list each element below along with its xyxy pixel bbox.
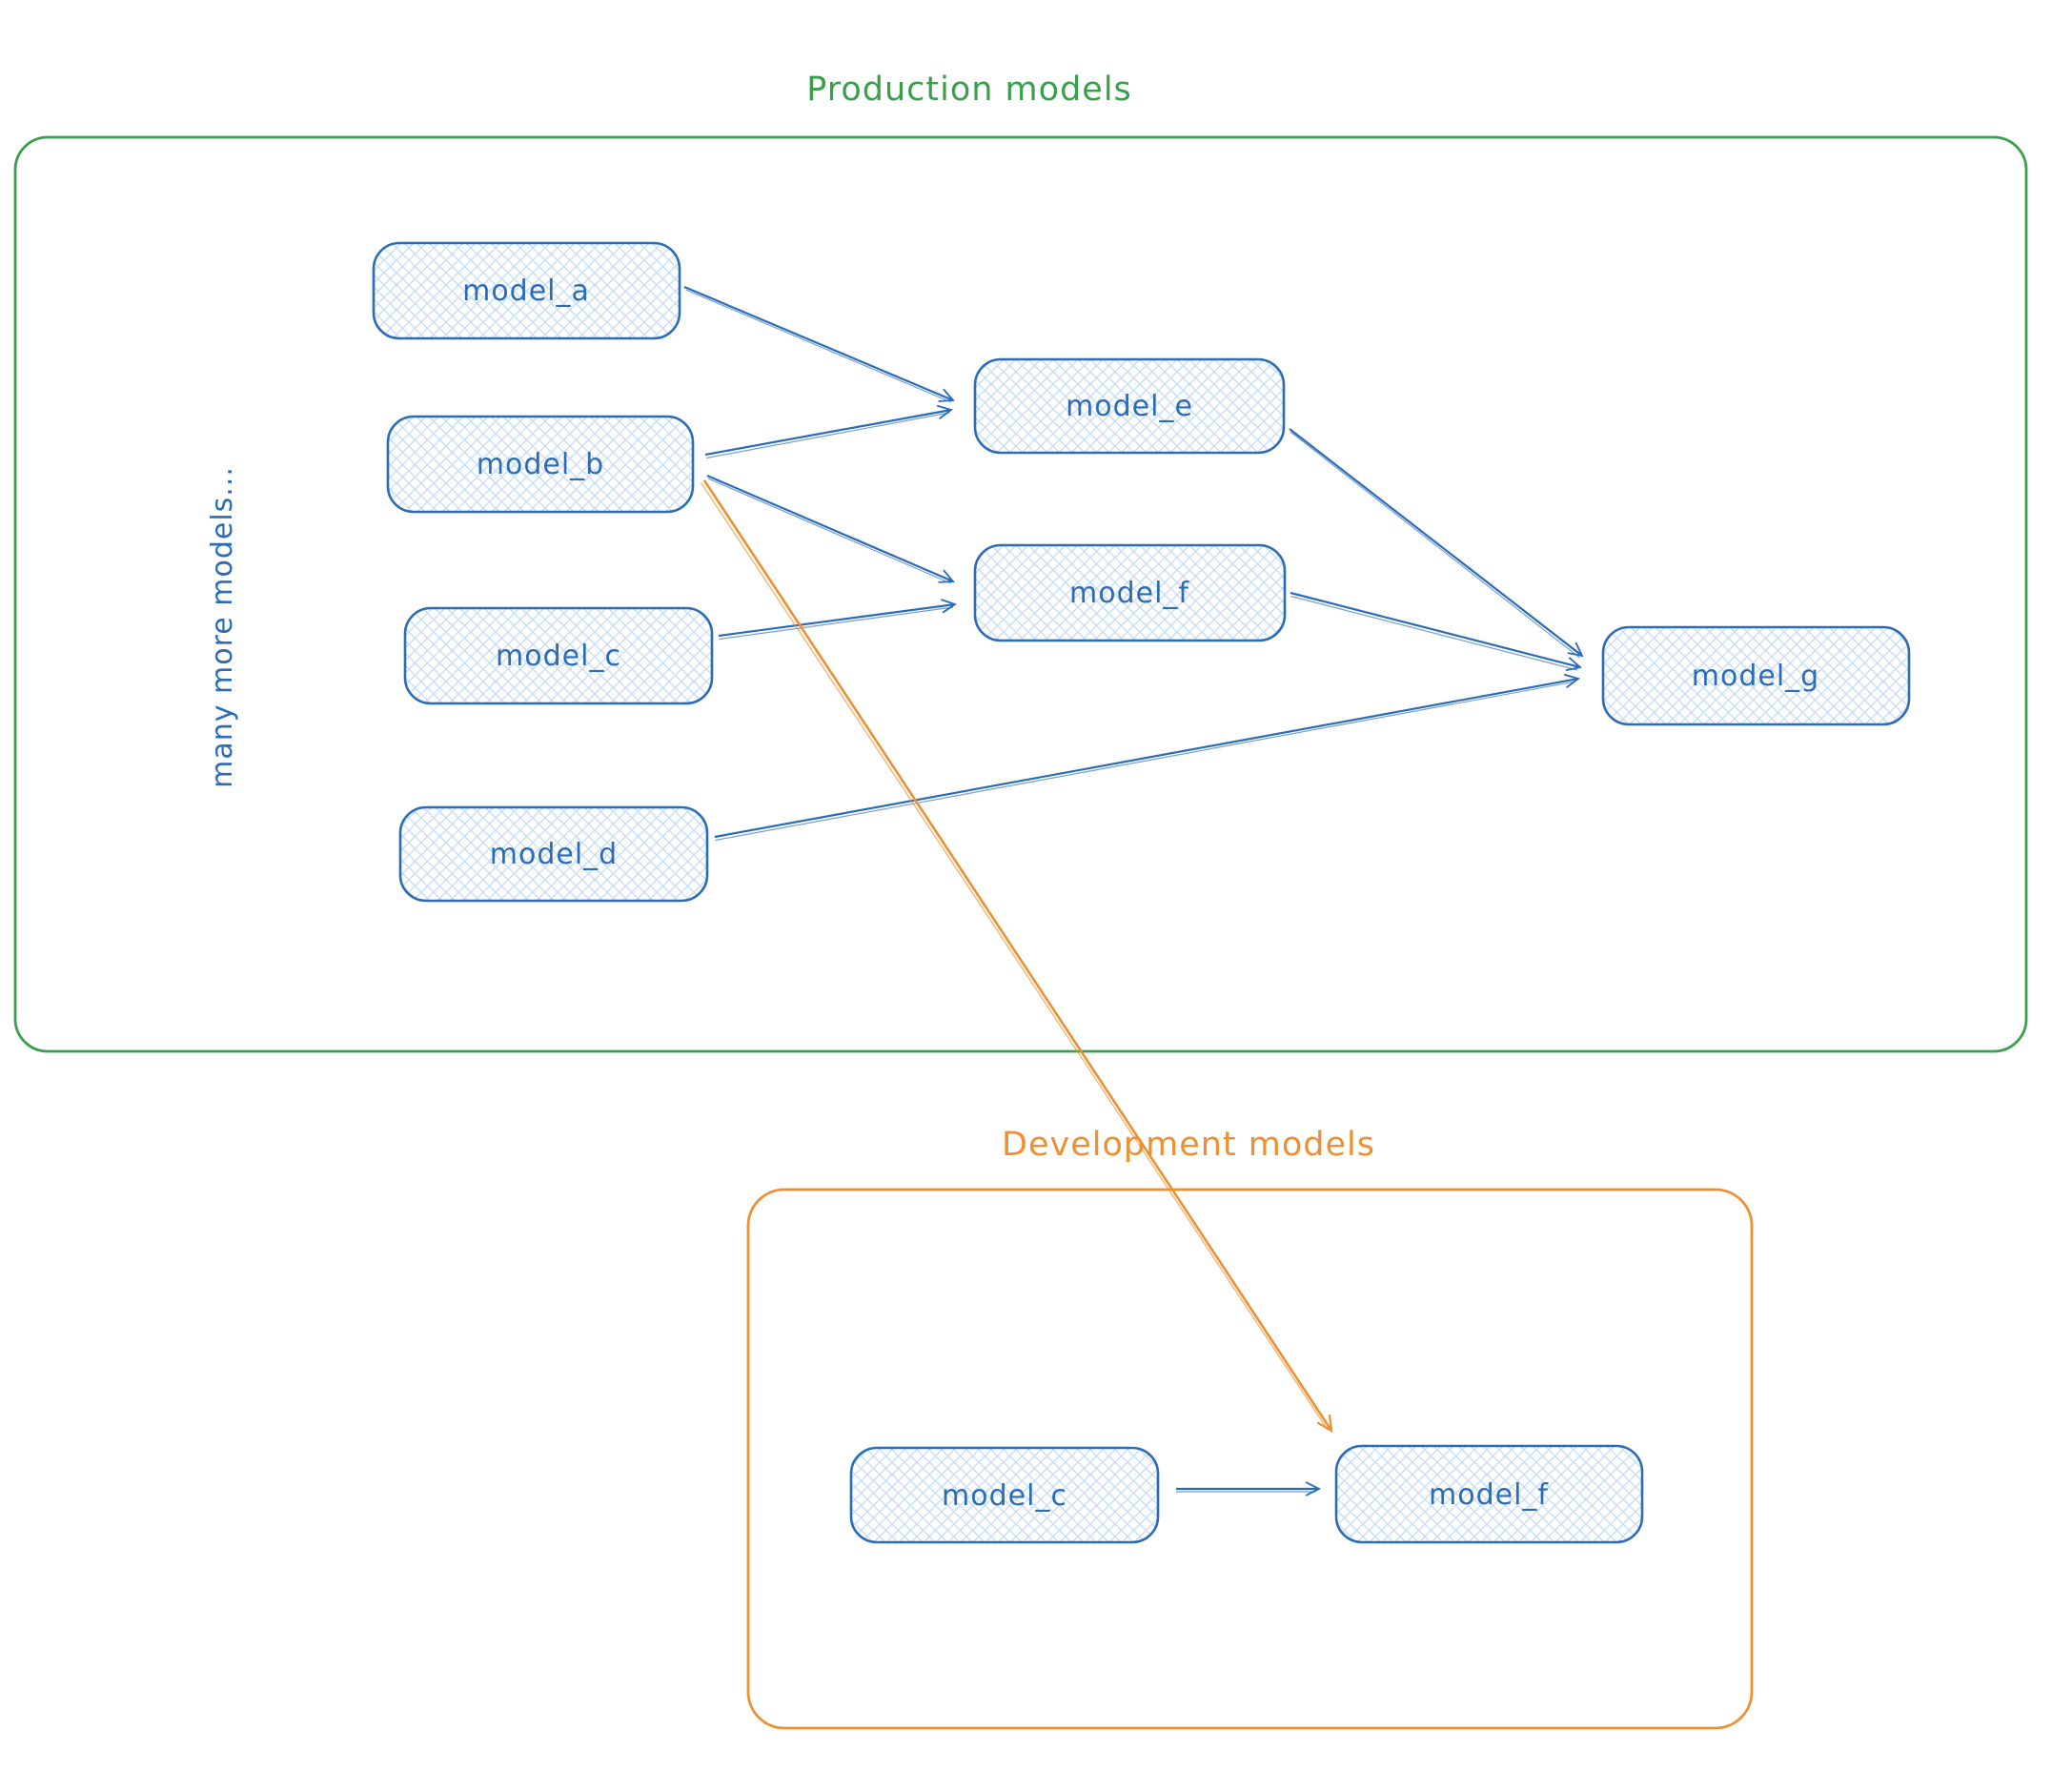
node-model-e: model_e [973,357,1286,455]
edge-model-f-to-model-g [1290,591,1582,672]
edge-model-a-to-model-e [683,285,955,403]
node-model-f: model_f [973,543,1287,642]
node-model-c: model_c [403,606,714,705]
production-group-title: Production models [806,71,1132,109]
node-model-e-label: model_e [1066,390,1193,423]
node-dev-model-c-label: model_c [942,1479,1067,1513]
many-more-models-label: many more models... [206,466,239,788]
node-model-d-label: model_d [490,838,618,871]
edge-model-b-to-dev-model-f [700,479,1333,1434]
node-model-a-label: model_a [462,275,590,308]
development-group-title: Development models [1002,1126,1375,1164]
production-group-box [13,135,2028,1053]
edge-model-c-to-model-f [718,599,958,641]
node-dev-model-f-label: model_f [1429,1478,1549,1512]
node-model-g-label: model_g [1692,660,1819,693]
node-model-a: model_a [372,241,681,340]
edge-model-e-to-model-g [1289,428,1584,659]
node-model-f-label: model_f [1069,577,1189,610]
edge-model-b-to-model-f [706,474,955,584]
edge-model-d-to-model-g [714,673,1581,842]
node-dev-model-f: model_f [1334,1444,1644,1544]
node-dev-model-c: model_c [849,1446,1160,1544]
node-model-b-label: model_b [477,448,604,481]
node-model-c-label: model_c [496,640,621,673]
node-model-g: model_g [1601,625,1911,726]
edge-dev-model-c-to-dev-model-f [1176,1481,1322,1496]
node-model-d: model_d [398,805,709,903]
development-group-box [746,1188,1754,1730]
edge-model-b-to-model-e [704,404,954,459]
node-model-b: model_b [386,415,695,514]
